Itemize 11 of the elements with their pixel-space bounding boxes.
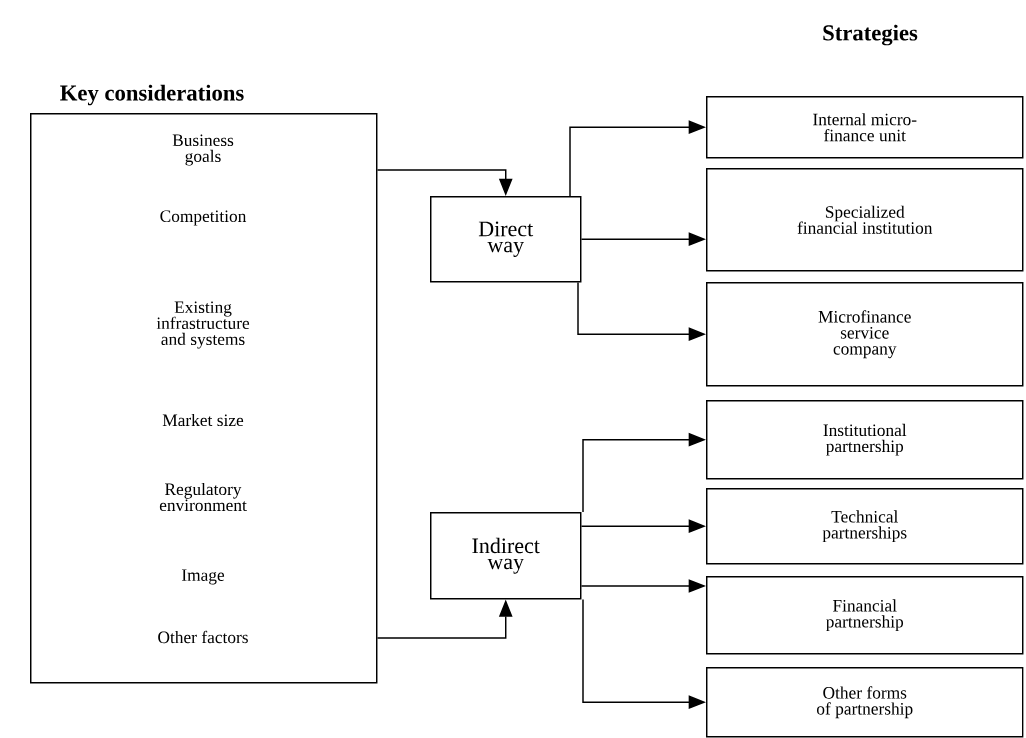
strategy-box: Microfinance service company (706, 282, 1024, 387)
strategy-box: Specialized financial institution (706, 168, 1024, 272)
strategy-box: Institutional partnership (706, 400, 1024, 480)
way-box: Direct way (430, 196, 582, 283)
considerations-box: Business goals Competition Existing infrastructure and systems Market size Regulatory environment Image Other factors (30, 113, 378, 684)
way-box: Indirect way (430, 512, 582, 600)
strategy-box: Other forms of partnership (706, 667, 1024, 738)
strategy-box: Financial partnership (706, 576, 1024, 655)
strategy-box: Internal micro-finance unit (706, 96, 1024, 159)
strategy-box: Technical partnerships (706, 488, 1024, 565)
heading: Strategies (823, 24, 918, 46)
